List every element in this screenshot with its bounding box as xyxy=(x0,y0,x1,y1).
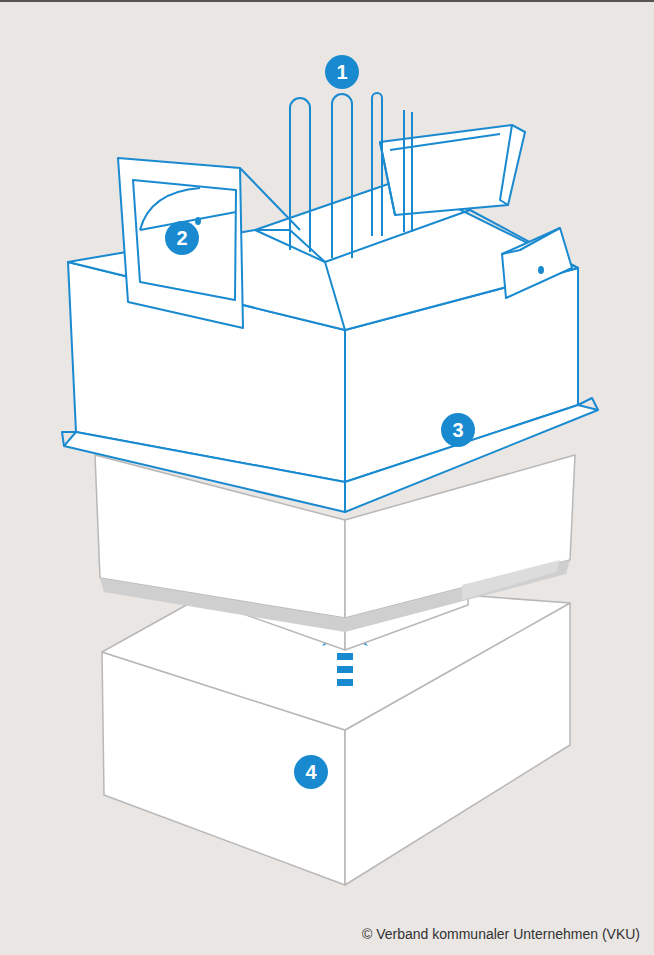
copyright-note: © Verband kommunaler Unternehmen (VKU) xyxy=(362,926,640,942)
container-body xyxy=(62,180,598,512)
callout-number: 2 xyxy=(165,221,199,255)
top-rule xyxy=(0,0,654,2)
callout-number: 1 xyxy=(325,55,359,89)
callout-number: 4 xyxy=(294,755,328,789)
rear-chute xyxy=(380,125,525,215)
side-flap xyxy=(502,228,572,298)
inlet-flap xyxy=(118,158,300,328)
pins xyxy=(290,93,412,258)
callout-number: 3 xyxy=(441,413,475,447)
